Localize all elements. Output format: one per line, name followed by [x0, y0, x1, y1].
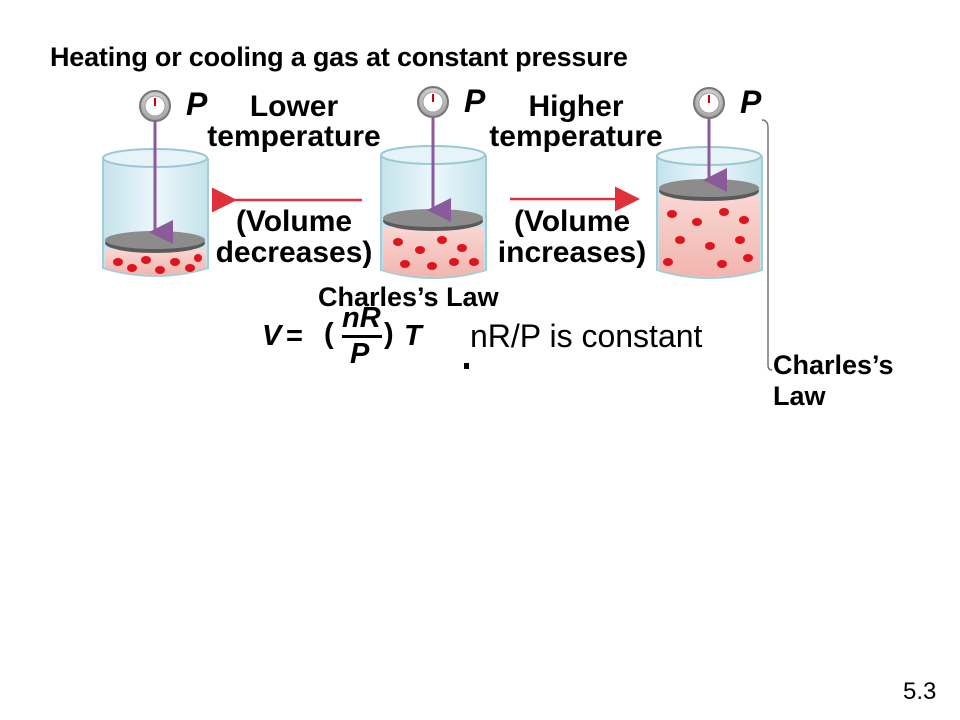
equation-volume: V [262, 320, 282, 352]
equation-open-paren: ( [324, 318, 334, 350]
left-condition-label: Lower temperature [207, 90, 381, 153]
gas-molecules-large [663, 208, 753, 268]
gas-region-large [659, 196, 760, 277]
equation-close-paren: ) [384, 318, 394, 350]
pressure-label-middle: P [464, 83, 486, 119]
law-heading: Charles’s Law [318, 282, 499, 312]
pressure-label-right: P [740, 84, 762, 120]
right-condition-label: Higher temperature [489, 90, 663, 153]
equation-numerator: nR [342, 302, 381, 334]
left-effect-label: (Volume decreases) [215, 205, 373, 269]
constant-note: nR/P is constant [470, 318, 703, 354]
right-effect-label: (Volume increases) [497, 205, 647, 269]
beaker-middle [380, 86, 487, 279]
beaker-lower-temperature [102, 90, 209, 277]
equation-temperature: T [404, 320, 422, 352]
side-law-label: Charles’s Law [773, 350, 894, 411]
equation-equals: = [286, 320, 303, 352]
diagram-title: Heating or cooling a gas at constant pre… [50, 42, 628, 72]
slide-number: 5.3 [903, 678, 937, 705]
beaker-higher-temperature [656, 87, 763, 279]
equation-denominator: P [350, 338, 370, 370]
gas-molecules-medium [393, 236, 479, 270]
side-bracket [761, 119, 773, 371]
fraction-bar [342, 335, 382, 338]
stray-dot [464, 363, 469, 369]
gas-molecules-small [113, 254, 202, 274]
pressure-label-left: P [186, 86, 208, 122]
